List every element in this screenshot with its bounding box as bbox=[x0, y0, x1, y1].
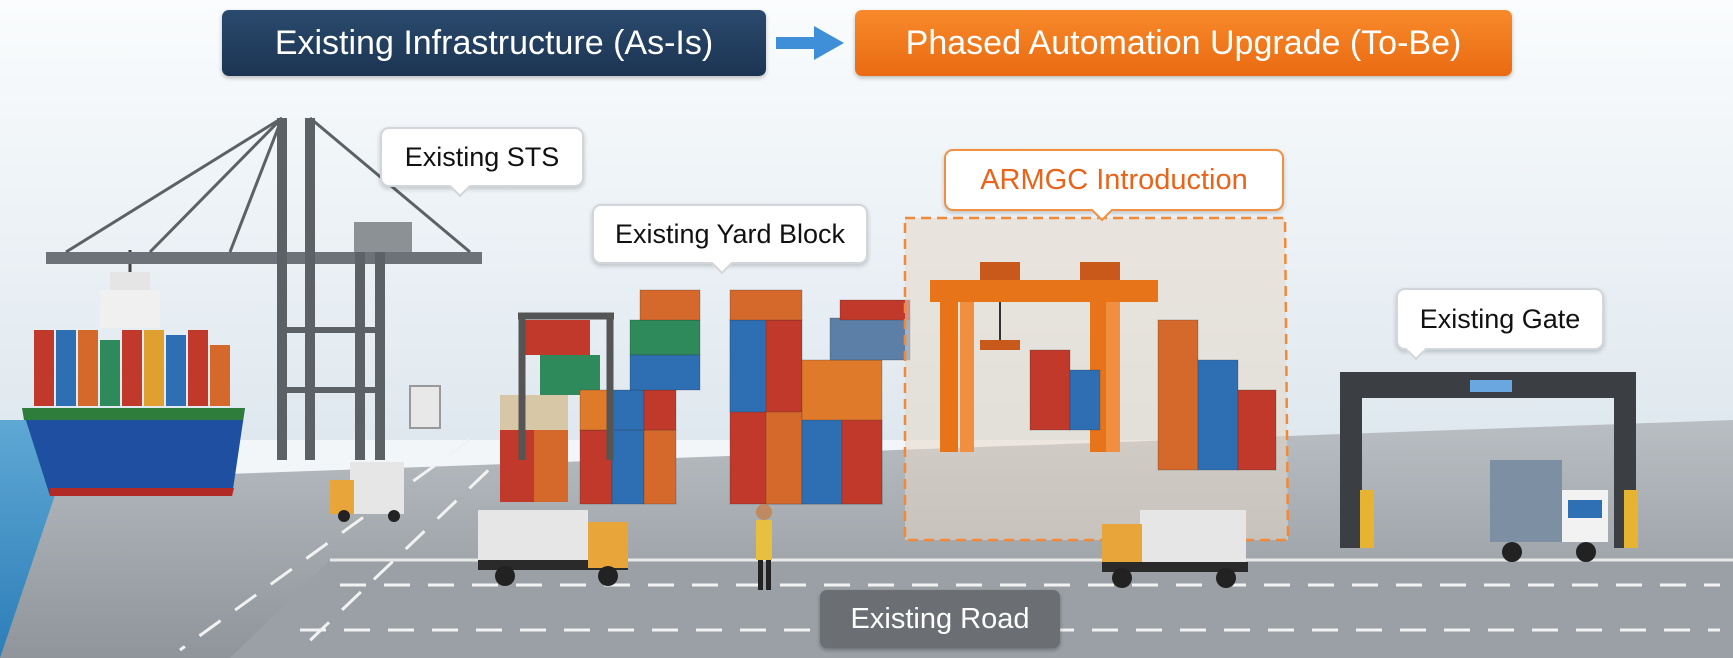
yard-block-icon bbox=[500, 289, 911, 505]
existing-sts-callout: Existing STS bbox=[380, 127, 584, 187]
worker-icon bbox=[756, 504, 772, 590]
gate-icon bbox=[1340, 372, 1638, 548]
container-ship-icon bbox=[22, 250, 245, 496]
to-be-label: Phased Automation Upgrade (To-Be) bbox=[855, 10, 1512, 76]
existing-road-label: Existing Road bbox=[820, 590, 1060, 648]
sts-crane-icon bbox=[46, 116, 482, 460]
armgc-introduction-callout: ARMGC Introduction bbox=[944, 149, 1284, 211]
arrow-right-icon bbox=[776, 26, 844, 60]
truck-icon bbox=[330, 462, 404, 522]
truck-icon bbox=[478, 510, 628, 586]
existing-gate-callout: Existing Gate bbox=[1396, 288, 1604, 350]
truck-icon bbox=[1102, 510, 1248, 588]
truck-icon bbox=[1490, 460, 1608, 562]
as-is-label: Existing Infrastructure (As-Is) bbox=[222, 10, 766, 76]
existing-yard-block-callout: Existing Yard Block bbox=[592, 204, 868, 264]
armgc-crane-icon bbox=[930, 262, 1158, 452]
